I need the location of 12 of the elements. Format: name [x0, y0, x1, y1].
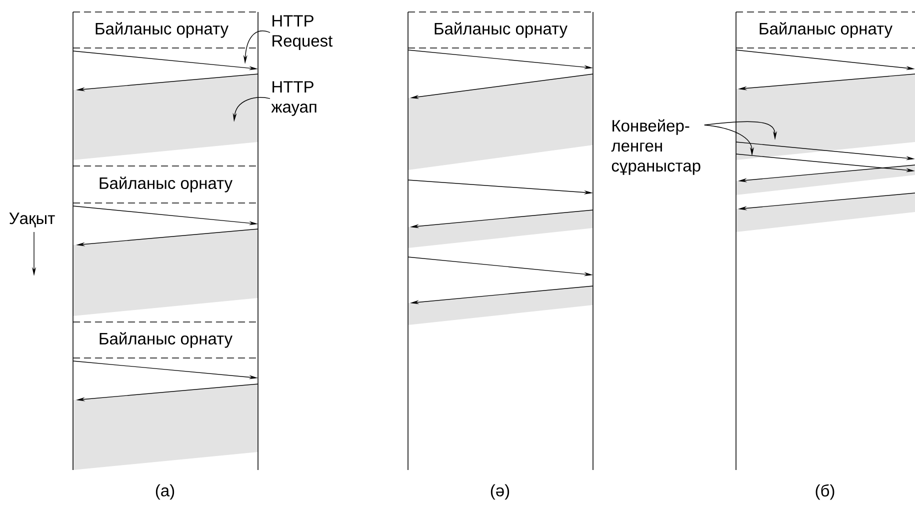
panel-label: (ә)	[490, 484, 510, 500]
callout-text: HTTP Request	[272, 15, 333, 50]
panel-label: (а)	[156, 484, 174, 500]
setup-label: Байланыс орнату	[100, 176, 232, 192]
setup-label: Байланыс орнату	[434, 22, 568, 38]
setup-label: Байланыс орнату	[760, 22, 892, 38]
panel-label: (б)	[816, 484, 834, 500]
callout-text: HTTP жауап	[271, 81, 316, 116]
setup-label: Байланыс орнату	[96, 22, 228, 38]
callout-text: Конвейер- ленген сұраныстар	[611, 119, 700, 175]
setup-label: Байланыс орнату	[100, 332, 232, 348]
time-label: Уақыт	[9, 212, 55, 228]
